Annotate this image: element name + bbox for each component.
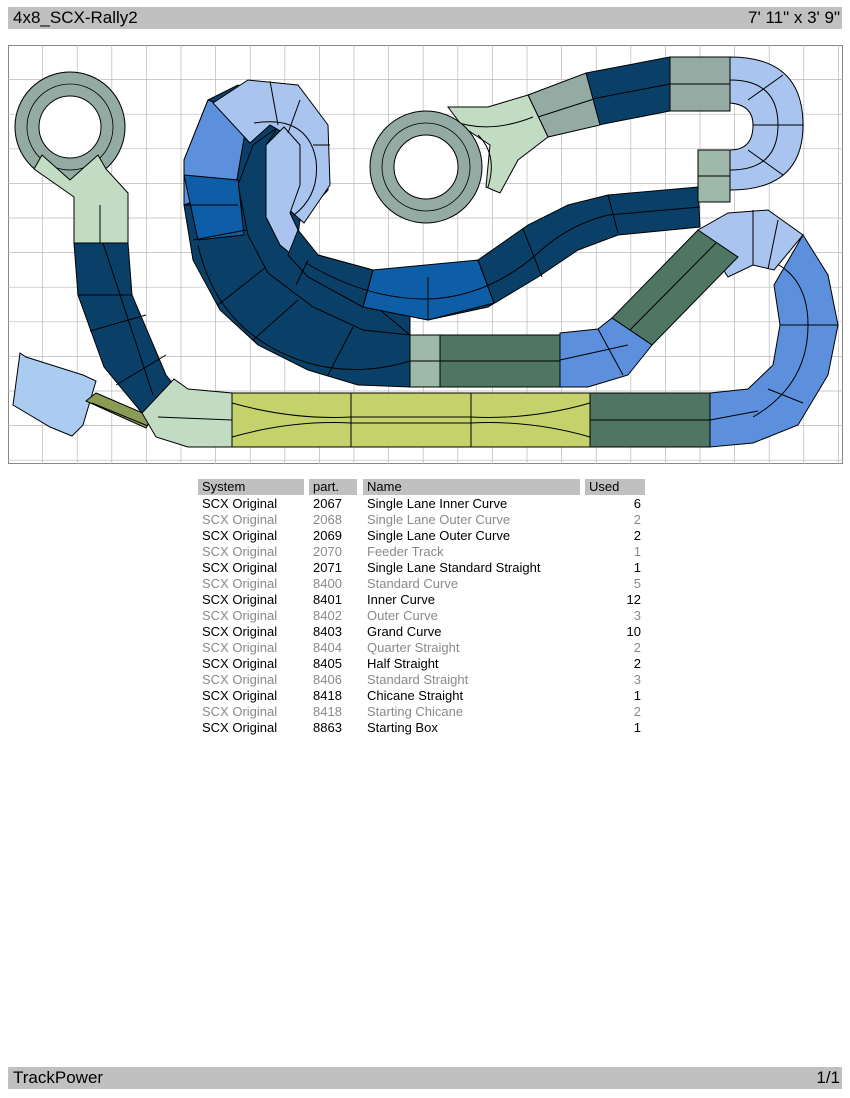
- system-cell: SCX Original: [202, 512, 278, 527]
- system-cell: SCX Original: [202, 496, 278, 511]
- system-cell: SCX Original: [202, 704, 278, 719]
- part-cell: 8418: [313, 704, 342, 719]
- name-cell: Starting Chicane: [367, 704, 464, 719]
- system-cell: SCX Original: [202, 544, 278, 559]
- layout-dimensions: 7' 11" x 3' 9": [748, 8, 840, 27]
- used-cell: 1: [633, 688, 641, 703]
- left-mid-curve: [183, 174, 245, 241]
- name-cell: Standard Curve: [367, 576, 459, 591]
- parts-row: SCX Original 2069 Single Lane Outer Curve 2: [198, 528, 648, 544]
- system-cell: SCX Original: [202, 720, 278, 735]
- used-cell: 2: [633, 528, 641, 543]
- parts-row: SCX Original 2067 Single Lane Inner Curve 6: [198, 496, 648, 512]
- used-cell: 5: [633, 576, 641, 591]
- used-cell: 1: [633, 720, 641, 735]
- system-cell: SCX Original: [202, 672, 278, 687]
- part-cell: 8863: [313, 720, 342, 735]
- name-cell: Grand Curve: [367, 624, 442, 639]
- right-y-junction: [447, 94, 549, 194]
- used-cell: 12: [626, 592, 641, 607]
- part-cell: 8403: [313, 624, 342, 639]
- part-cell: 2069: [313, 528, 342, 543]
- name-cell: Standard Straight: [367, 672, 469, 687]
- page-number: 1/1: [816, 1068, 840, 1087]
- used-cell: 3: [633, 608, 641, 623]
- part-cell: 8402: [313, 608, 342, 623]
- part-cell: 8418: [313, 688, 342, 703]
- chicane-straight: [231, 392, 591, 448]
- system-cell: SCX Original: [202, 592, 278, 607]
- parts-row: SCX Original 8401 Inner Curve 12: [198, 592, 648, 608]
- used-cell: 3: [633, 672, 641, 687]
- header-system: System: [198, 479, 304, 495]
- used-cell: 1: [633, 544, 641, 559]
- left-y-junction: [33, 154, 129, 244]
- parts-row: SCX Original 8418 Chicane Straight 1: [198, 688, 648, 704]
- name-cell: Half Straight: [367, 656, 439, 671]
- system-cell: SCX Original: [202, 688, 278, 703]
- name-cell: Outer Curve: [367, 608, 438, 623]
- name-cell: Feeder Track: [367, 544, 444, 559]
- mid-right-curve: [559, 317, 653, 388]
- parts-row: SCX Original 8404 Quarter Straight 2: [198, 640, 648, 656]
- used-cell: 6: [633, 496, 641, 511]
- used-cell: 2: [633, 640, 641, 655]
- part-cell: 2070: [313, 544, 342, 559]
- part-cell: 8401: [313, 592, 342, 607]
- part-cell: 8406: [313, 672, 342, 687]
- system-cell: SCX Original: [202, 576, 278, 591]
- used-cell: 2: [633, 512, 641, 527]
- top-right-hairpin: [729, 56, 804, 191]
- parts-row: SCX Original 8418 Starting Chicane 2: [198, 704, 648, 720]
- track-pieces: [12, 56, 839, 448]
- name-cell: Single Lane Standard Straight: [367, 560, 541, 575]
- app-name: TrackPower: [13, 1068, 104, 1087]
- layout-name: 4x8_SCX-Rally2: [13, 8, 138, 27]
- used-cell: 1: [633, 560, 641, 575]
- name-cell: Single Lane Outer Curve: [367, 512, 511, 527]
- parts-row: SCX Original 2068 Single Lane Outer Curve 2: [198, 512, 648, 528]
- used-cell: 10: [626, 624, 641, 639]
- part-cell: 2067: [313, 496, 342, 511]
- name-cell: Single Lane Inner Curve: [367, 496, 508, 511]
- system-cell: SCX Original: [202, 640, 278, 655]
- parts-row: SCX Original 8406 Standard Straight 3: [198, 672, 648, 688]
- part-cell: 8400: [313, 576, 342, 591]
- starting-box: [12, 352, 97, 437]
- parts-row: SCX Original 2070 Feeder Track 1: [198, 544, 648, 560]
- part-cell: 8404: [313, 640, 342, 655]
- track-layout-diagram: [8, 45, 843, 464]
- used-cell: 2: [633, 704, 641, 719]
- parts-row: SCX Original 8405 Half Straight 2: [198, 656, 648, 672]
- footer-bar: TrackPower 1/1: [8, 1067, 842, 1089]
- name-cell: Quarter Straight: [367, 640, 460, 655]
- system-cell: SCX Original: [202, 656, 278, 671]
- name-cell: Single Lane Outer Curve: [367, 528, 511, 543]
- title-bar: 4x8_SCX-Rally2 7' 11" x 3' 9": [8, 7, 842, 29]
- parts-row: SCX Original 2071 Single Lane Standard Str…: [198, 560, 648, 576]
- parts-row: SCX Original 8403 Grand Curve 10: [198, 624, 648, 640]
- name-cell: Starting Box: [367, 720, 438, 735]
- part-cell: 8405: [313, 656, 342, 671]
- system-cell: SCX Original: [202, 560, 278, 575]
- name-cell: Inner Curve: [367, 592, 435, 607]
- header-part: part.: [309, 479, 357, 495]
- system-cell: SCX Original: [202, 528, 278, 543]
- part-cell: 2068: [313, 512, 342, 527]
- name-cell: Chicane Straight: [367, 688, 464, 703]
- parts-row: SCX Original 8400 Standard Curve 5: [198, 576, 648, 592]
- parts-row: SCX Original 8402 Outer Curve 3: [198, 608, 648, 624]
- top-left-inner-curve: [212, 79, 331, 224]
- right-outer-curve: [709, 234, 839, 448]
- part-cell: 2071: [313, 560, 342, 575]
- system-cell: SCX Original: [202, 608, 278, 623]
- header-name: Name: [363, 479, 580, 495]
- header-used: Used: [585, 479, 645, 495]
- parts-row: SCX Original 8863 Starting Box 1: [198, 720, 648, 736]
- system-cell: SCX Original: [202, 624, 278, 639]
- used-cell: 2: [633, 656, 641, 671]
